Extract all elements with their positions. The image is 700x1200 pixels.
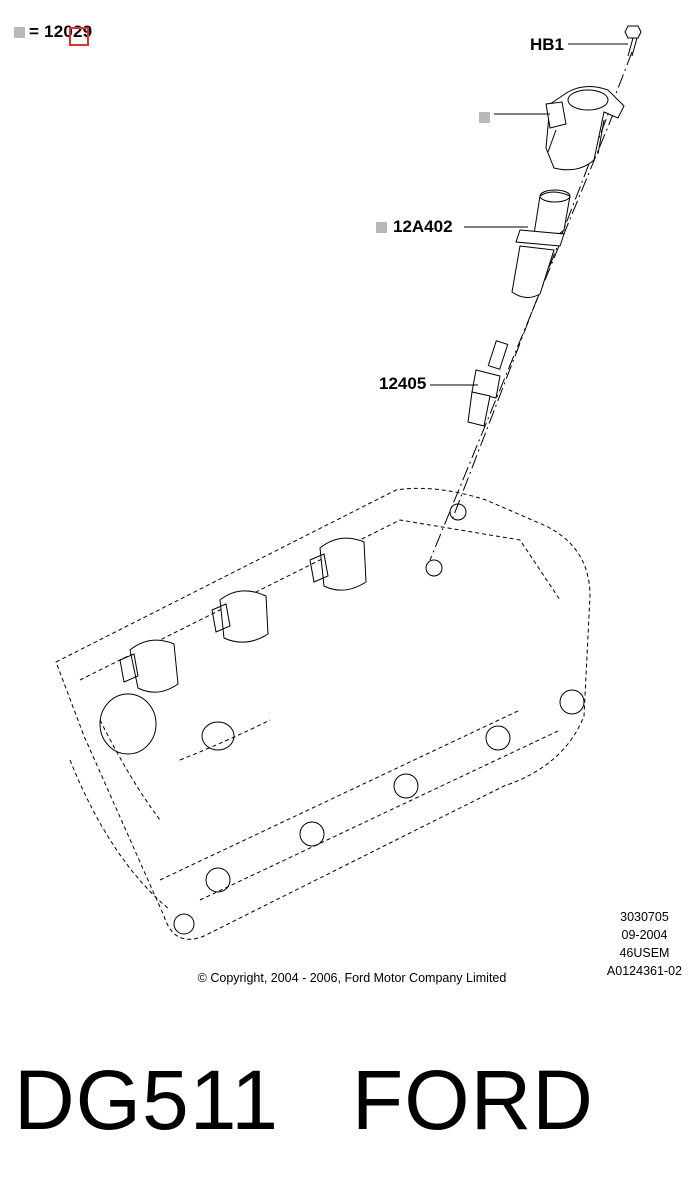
copyright-text: © Copyright, 2004 - 2006, Ford Motor Com… [197,971,507,985]
bolt-hb1 [624,25,642,57]
callout-boot: 12A402 [376,217,453,237]
coil-boot [511,189,571,298]
callout-spark-plug: 12405 [379,374,427,393]
coil-legend-square [479,112,490,123]
callout-hb1: HB1 [530,35,565,54]
engine-ports [99,503,585,935]
legend-square [14,26,25,38]
reference-codes: 3030705 09-2004 46USEM A0124361-02 [607,908,682,980]
exploded-view-diagram [55,25,642,940]
ref-code-2: 09-2004 [621,928,668,942]
ref-code-1: 3030705 [620,910,669,924]
ref-code-3: 46USEM [619,946,670,960]
boot-legend-square [376,221,387,233]
ref-code-4: A0124361-02 [606,964,682,978]
legend: = 12029 [14,22,92,42]
callout-coil [479,108,490,128]
assembly-axis-line-2 [429,111,615,561]
highlight-box [69,27,89,46]
callout-boot-label: 12A402 [393,217,453,236]
legend-label: = 12029 [29,22,93,41]
ignition-coil [545,86,625,171]
installed-coils [119,537,367,693]
spark-plug [467,340,509,427]
part-number-title: DG511 FORD [14,1053,594,1147]
